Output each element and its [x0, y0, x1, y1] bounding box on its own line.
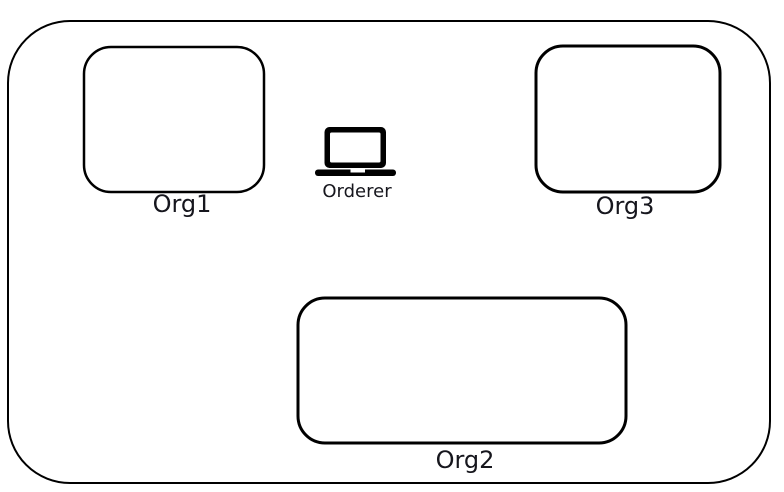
laptop-base-notch	[350, 169, 365, 173]
org2-box	[296, 296, 628, 445]
laptop-screen-inner	[330, 132, 381, 163]
org1-box	[82, 45, 266, 194]
network-boundary-box	[7, 20, 771, 484]
org3-label: Org3	[596, 192, 655, 220]
laptop-base	[315, 169, 396, 176]
orderer-label: Orderer	[322, 181, 392, 202]
org1-label: Org1	[153, 190, 212, 218]
laptop-icon	[315, 127, 396, 176]
org3-box	[534, 44, 722, 194]
org2-label: Org2	[436, 446, 495, 474]
